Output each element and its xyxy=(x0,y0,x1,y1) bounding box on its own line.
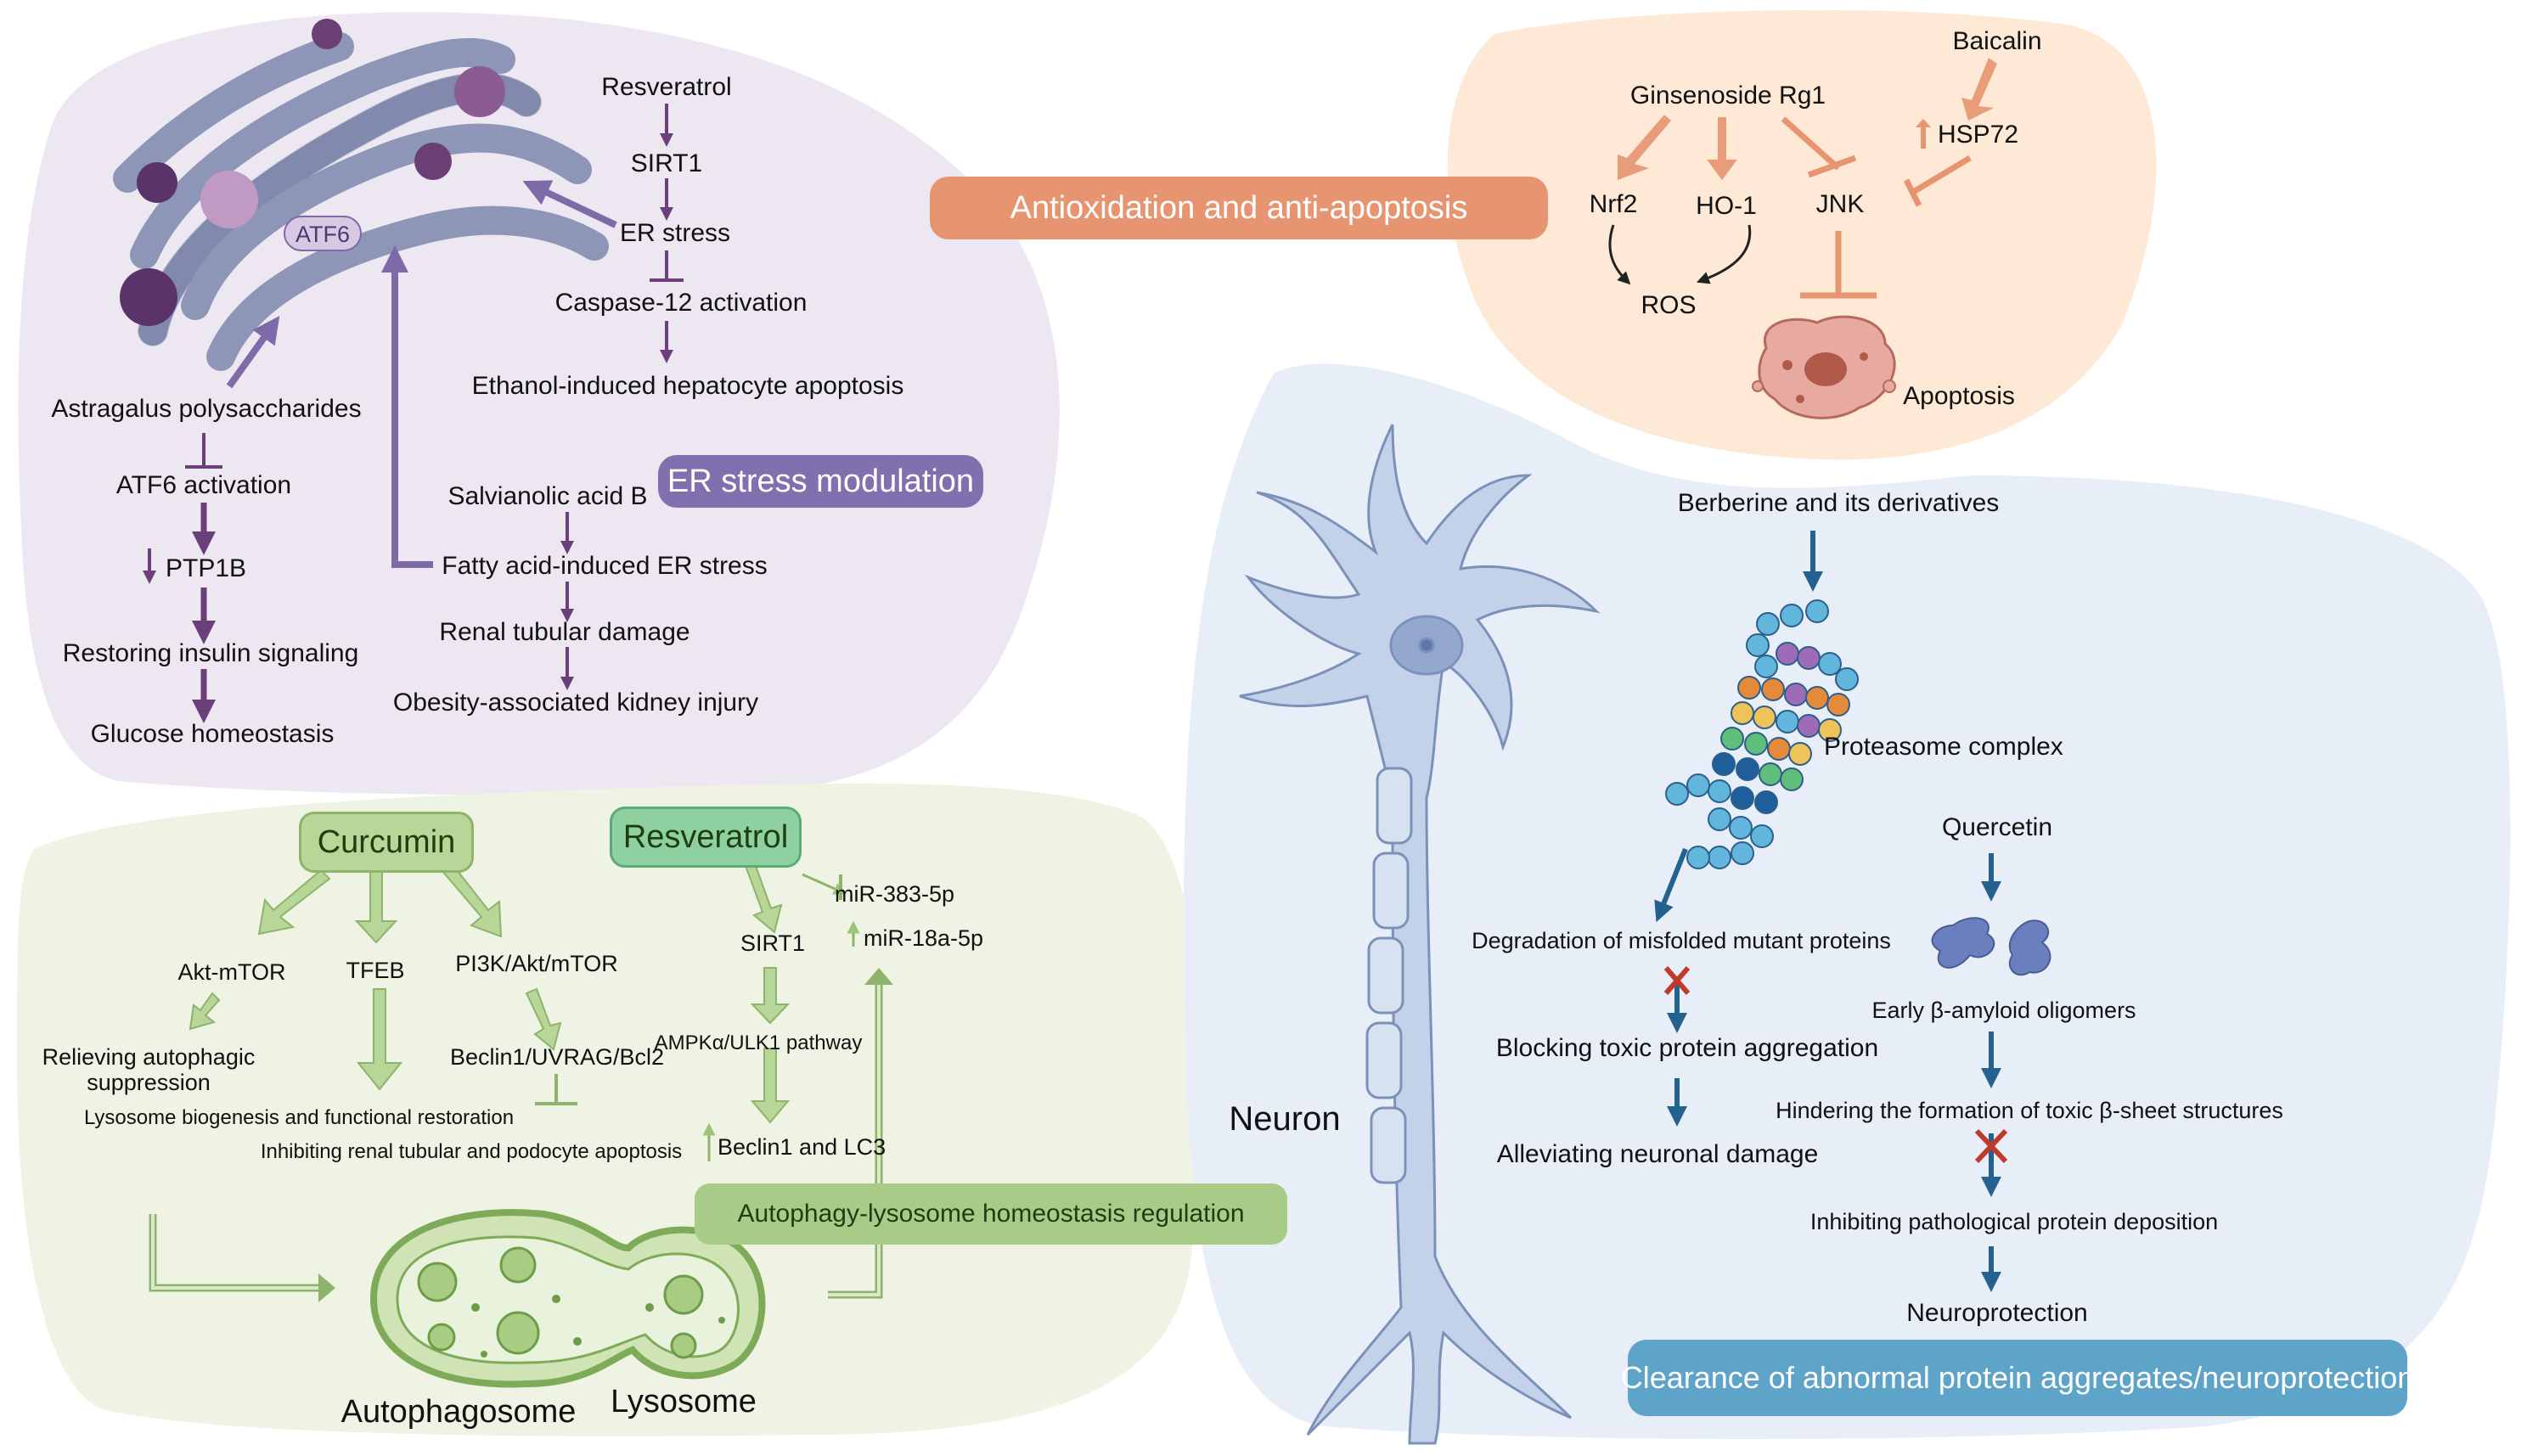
autophagy-flow-arrows xyxy=(149,985,883,1299)
er-inhibition-bars xyxy=(185,250,684,469)
relieving-line2: suppression xyxy=(87,1070,211,1095)
autophagy-panel-background xyxy=(17,783,1202,1436)
autophagosome-lysosome-illustration xyxy=(369,1209,766,1388)
hindering-beta-sheet-label: Hindering the formation of toxic β-sheet… xyxy=(1776,1098,2283,1123)
glucose-homeostasis-label: Glucose homeostasis xyxy=(90,720,335,748)
apoptosis-label: Apoptosis xyxy=(1903,382,2015,410)
curcumin-box: Curcumin xyxy=(299,812,474,873)
hsp72-label: HSP72 xyxy=(1938,121,2019,149)
er-arrow-resveratrol-to-er xyxy=(522,180,617,228)
atf6-badge-bg xyxy=(284,216,362,251)
renal-damage-label: Renal tubular damage xyxy=(439,618,690,646)
autophagy-lysosome-title: Autophagy-lysosome homeostasis regulatio… xyxy=(695,1183,1287,1245)
antiox-black-arrows xyxy=(1608,224,1752,285)
alleviating-damage-label: Alleviating neuronal damage xyxy=(1496,1140,1819,1168)
ros-label: ROS xyxy=(1641,291,1697,319)
insulin-signaling-label: Restoring insulin signaling xyxy=(62,639,359,667)
antiox-arrows xyxy=(1618,58,1997,180)
resveratrol-label: Resveratrol xyxy=(601,73,732,101)
tfeb-label: TFEB xyxy=(346,958,405,983)
inhibiting-renal-label: Inhibiting renal tubular and podocyte ap… xyxy=(260,1140,683,1163)
antioxidation-title: Antioxidation and anti-apoptosis xyxy=(930,177,1548,239)
quercetin-label: Quercetin xyxy=(1941,813,2053,841)
lysosome-label: Lysosome xyxy=(611,1384,757,1419)
resveratrol-box: Resveratrol xyxy=(610,807,802,868)
caspase-label: Caspase-12 activation xyxy=(554,289,808,317)
salvianolic-label: Salvianolic acid B xyxy=(447,482,648,510)
neuron-illustration xyxy=(1239,424,1601,1445)
mir18a-label: miR-18a-5p xyxy=(864,925,984,951)
jnk-label: JNK xyxy=(1815,190,1865,218)
er-arrow-fatty-to-er xyxy=(381,245,433,568)
berberine-label: Berberine and its derivatives xyxy=(1677,489,2000,517)
autophagosome-label: Autophagosome xyxy=(340,1394,577,1430)
nrf2-label: Nrf2 xyxy=(1589,190,1638,218)
akt-mtor-label: Akt-mTOR xyxy=(177,959,286,985)
antiox-inhibition-bars xyxy=(1781,116,1972,299)
er-stress-label: ER stress xyxy=(619,219,731,247)
ginsenoside-label: Ginsenoside Rg1 xyxy=(1629,82,1826,110)
neuro-panel-background xyxy=(1183,363,2511,1440)
neuro-arrows xyxy=(1654,531,2001,1292)
mir383-label: miR-383-5p xyxy=(835,881,955,907)
er-arrow-astragalus-up xyxy=(226,315,280,389)
beta-amyloid-oligomers-icon xyxy=(1931,917,2051,976)
antiox-panel-background xyxy=(1447,9,2157,460)
ribosome-clusters xyxy=(120,19,505,326)
autophagy-inhibition-bars xyxy=(535,874,842,1105)
er-stress-modulation-title: ER stress modulation xyxy=(658,455,983,508)
apoptotic-cell-icon xyxy=(1752,315,1896,419)
proteasome-label: Proteasome complex xyxy=(1824,733,2063,761)
obesity-label: Obesity-associated kidney injury xyxy=(392,689,759,717)
relieving-line1: Relieving autophagic xyxy=(42,1044,256,1070)
beclin-lc3-label: Beclin1 and LC3 xyxy=(718,1134,886,1160)
ptp1b-label: PTP1B xyxy=(166,554,247,582)
beclin-uvrag-label: Beclin1/UVRAG/Bcl2 xyxy=(449,1044,665,1070)
autophagy-arrows xyxy=(189,862,791,1124)
blocked-cross-marks xyxy=(1663,966,2008,1164)
autophagy-thin-arrows xyxy=(702,873,860,1161)
sirt1-autophagy-label: SIRT1 xyxy=(740,930,806,956)
er-small-arrows xyxy=(143,104,673,723)
early-beta-amyloid-label: Early β-amyloid oligomers xyxy=(1871,998,2136,1023)
fatty-acid-label: Fatty acid-induced ER stress xyxy=(442,552,768,580)
flow-arrowhead-up xyxy=(864,968,893,985)
degradation-label: Degradation of misfolded mutant proteins xyxy=(1472,928,1891,953)
ethanol-apoptosis-label: Ethanol-induced hepatocyte apoptosis xyxy=(471,372,904,400)
atf6-badge-label: ATF6 xyxy=(295,222,351,247)
neuron-label: Neuron xyxy=(1229,1100,1341,1138)
ampk-pathway-label: AMPKα/ULK1 pathway xyxy=(654,1032,863,1054)
neuroprotection-label: Neuroprotection xyxy=(1906,1299,2088,1327)
atf6-activation-label: ATF6 activation xyxy=(115,471,292,499)
pi3k-label: PI3K/Akt/mTOR xyxy=(455,951,618,976)
sirt1-label: SIRT1 xyxy=(630,149,703,177)
baicalin-label: Baicalin xyxy=(1952,27,2042,55)
neuroprotection-title: Clearance of abnormal protein aggregates… xyxy=(1621,1340,2414,1416)
ho1-label: HO-1 xyxy=(1696,192,1757,220)
inhibiting-deposition-label: Inhibiting pathological protein depositi… xyxy=(1809,1209,2219,1234)
flow-arrowhead-right xyxy=(318,1273,335,1302)
proteasome-illustration xyxy=(1665,599,1859,869)
lysosome-biogenesis-label: Lysosome biogenesis and functional resto… xyxy=(83,1106,515,1129)
astragalus-label: Astragalus polysaccharides xyxy=(51,395,362,423)
blocking-aggregation-label: Blocking toxic protein aggregation xyxy=(1495,1034,1879,1062)
